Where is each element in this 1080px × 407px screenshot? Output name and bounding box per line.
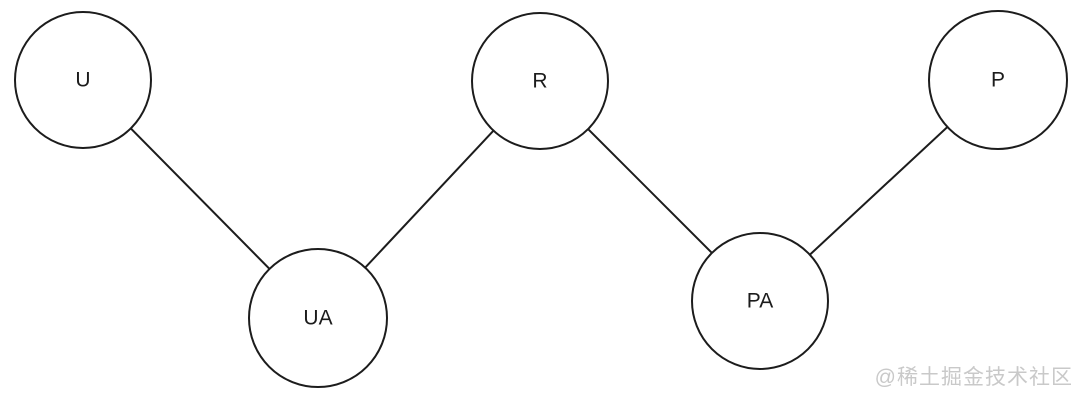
node-circle-PA [691,232,829,370]
node-UA: UA [248,248,388,388]
node-circle-UA [248,248,388,388]
node-R: R [471,12,609,150]
node-circle-R [471,12,609,150]
node-label-R: R [532,70,547,93]
node-circle-U [14,11,152,149]
node-P: P [928,10,1068,150]
node-circle-P [928,10,1068,150]
node-label-U: U [75,69,90,92]
node-label-PA: PA [747,290,773,313]
node-U: U [14,11,152,149]
watermark-text: @稀土掘金技术社区 [874,366,1073,389]
node-PA: PA [691,232,829,370]
nodes-layer: U UA R PA P [14,10,1068,388]
node-label-UA: UA [303,307,332,330]
node-label-P: P [991,69,1005,92]
